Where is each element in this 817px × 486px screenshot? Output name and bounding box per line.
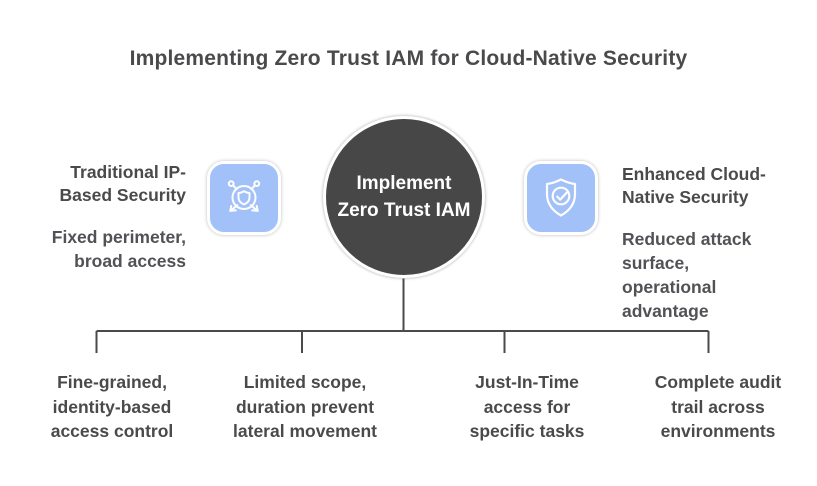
- page-title: Implementing Zero Trust IAM for Cloud-Na…: [129, 47, 688, 70]
- central-node: Implement Zero Trust IAM: [323, 116, 485, 278]
- shield-check-tile: [524, 161, 598, 235]
- traditional-security-block: Traditional IP- Based Security Fixed per…: [10, 161, 186, 273]
- benefit-just-in-time: Just-In-Time access for specific tasks: [469, 372, 585, 441]
- benefit-audit-trail: Complete audit trail across environments: [654, 372, 782, 441]
- enhanced-security-description: Reduced attack surface, operational adva…: [622, 229, 752, 321]
- enhanced-security-block: Enhanced Cloud- Native Security Reduced …: [622, 163, 814, 323]
- shield-check-icon: [537, 174, 585, 222]
- benefit-limited-scope: Limited scope, duration prevent lateral …: [233, 372, 377, 441]
- traditional-security-heading: Traditional IP- Based Security: [59, 162, 186, 205]
- enhanced-security-heading: Enhanced Cloud- Native Security: [622, 164, 766, 207]
- central-node-label: Implement Zero Trust IAM: [337, 173, 471, 221]
- network-shield-tile: [207, 161, 281, 235]
- network-shield-icon: [220, 174, 268, 222]
- traditional-security-description: Fixed perimeter, broad access: [51, 227, 186, 271]
- benefit-access-control: Fine-grained, identity-based access cont…: [50, 372, 174, 441]
